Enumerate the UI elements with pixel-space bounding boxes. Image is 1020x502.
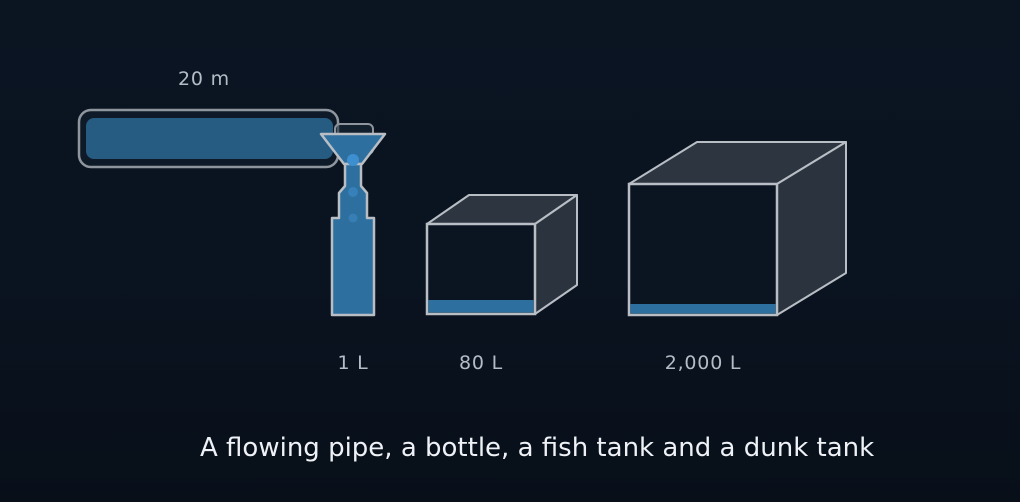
bottle [319, 132, 387, 317]
water-drop [348, 187, 358, 197]
bottle-volume-label: 1 L [337, 352, 369, 374]
dunk-tank-water [630, 304, 776, 314]
bottle-body [330, 162, 376, 317]
fish-tank-water [428, 300, 534, 313]
water-drop [347, 154, 359, 166]
fish-tank-volume-label: 80 L [458, 352, 504, 374]
water-drop [348, 213, 358, 223]
figure-caption: A flowing pipe, a bottle, a fish tank an… [200, 433, 875, 463]
pipe [77, 108, 340, 169]
dunk-tank-front-face [627, 182, 779, 317]
fish-tank [425, 194, 578, 316]
pipe-length-label: 20 m [178, 68, 230, 90]
pipe-water [86, 118, 333, 159]
dunk-tank [627, 141, 847, 317]
dunk-tank-volume-label: 2,000 L [664, 352, 742, 374]
fish-tank-front-face [425, 222, 537, 316]
